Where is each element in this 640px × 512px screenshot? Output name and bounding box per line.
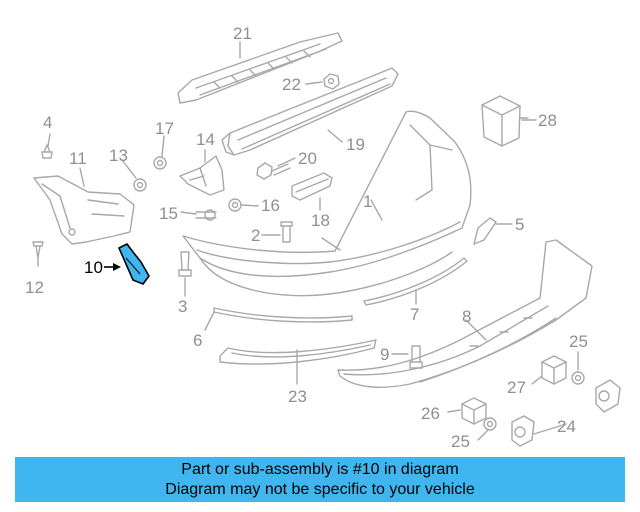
label-part-26: 26 <box>421 404 440 423</box>
label-part-2: 2 <box>251 226 261 245</box>
caption-banner: Part or sub-assembly is #10 in diagram D… <box>15 457 625 502</box>
label-part-13: 13 <box>109 146 128 165</box>
label-part-23: 23 <box>288 387 307 406</box>
label-part-14: 14 <box>196 130 215 149</box>
part-20-screw <box>256 162 291 180</box>
label-part-9: 9 <box>380 345 390 364</box>
label-part-28: 28 <box>538 111 557 130</box>
label-part-3: 3 <box>178 297 188 316</box>
label-part-16: 16 <box>261 196 280 215</box>
part-10-highlighted-bracket[interactable] <box>104 243 150 285</box>
part-7-strip <box>363 257 468 306</box>
part-27-holder <box>541 355 567 385</box>
part-18-bracket <box>291 172 333 201</box>
part-13-clip <box>133 178 147 192</box>
part-23-reflector <box>219 339 377 365</box>
part-8-diffuser <box>337 239 593 388</box>
label-part-25-lower: 25 <box>451 432 470 451</box>
caption-line-2: Diagram may not be specific to your vehi… <box>165 481 475 498</box>
caption-line-1: Part or sub-assembly is #10 in diagram <box>181 461 459 478</box>
part-24-sensors <box>511 379 621 447</box>
part-28-module <box>481 95 529 147</box>
label-part-8: 8 <box>462 307 472 326</box>
label-part-19: 19 <box>346 135 365 154</box>
label-part-21: 21 <box>233 24 252 43</box>
label-part-27: 27 <box>507 378 526 397</box>
part-21-absorber <box>177 32 343 104</box>
part-25-grommet-upper <box>571 371 585 385</box>
label-part-10: 10 <box>84 258 103 277</box>
label-part-7: 7 <box>410 305 420 324</box>
part-3-bolt <box>178 251 192 277</box>
label-part-4: 4 <box>43 113 53 132</box>
part-6-strip <box>213 307 353 323</box>
part-9-bolt <box>409 345 423 369</box>
label-part-17: 17 <box>155 119 174 138</box>
label-part-12: 12 <box>25 278 44 297</box>
label-part-24: 24 <box>557 417 576 436</box>
part-25-grommet-lower <box>483 417 497 431</box>
label-part-5: 5 <box>515 215 525 234</box>
part-2-screw <box>280 221 293 243</box>
label-part-22: 22 <box>282 75 301 94</box>
label-part-15: 15 <box>159 204 178 223</box>
part-1-bumper-cover <box>182 110 472 297</box>
leader-lines <box>37 41 579 441</box>
label-part-18: 18 <box>311 211 330 230</box>
part-17-clip <box>153 156 167 170</box>
part-16-nut <box>228 198 242 212</box>
part-12-screw <box>32 241 44 259</box>
label-part-20: 20 <box>298 149 317 168</box>
part-22-nut <box>323 73 340 90</box>
label-part-1: 1 <box>363 192 373 211</box>
part-19-reinforcement <box>221 67 399 156</box>
part-14-bracket <box>179 155 225 196</box>
part-15-screw <box>195 209 217 221</box>
label-part-11: 11 <box>69 149 87 168</box>
part-4-pin <box>41 144 53 159</box>
part-11-side-guide <box>33 175 135 245</box>
part-26-holder <box>461 397 487 425</box>
label-part-6: 6 <box>193 331 203 350</box>
label-part-25-upper: 25 <box>569 332 588 351</box>
part-5-bracket <box>473 217 497 245</box>
